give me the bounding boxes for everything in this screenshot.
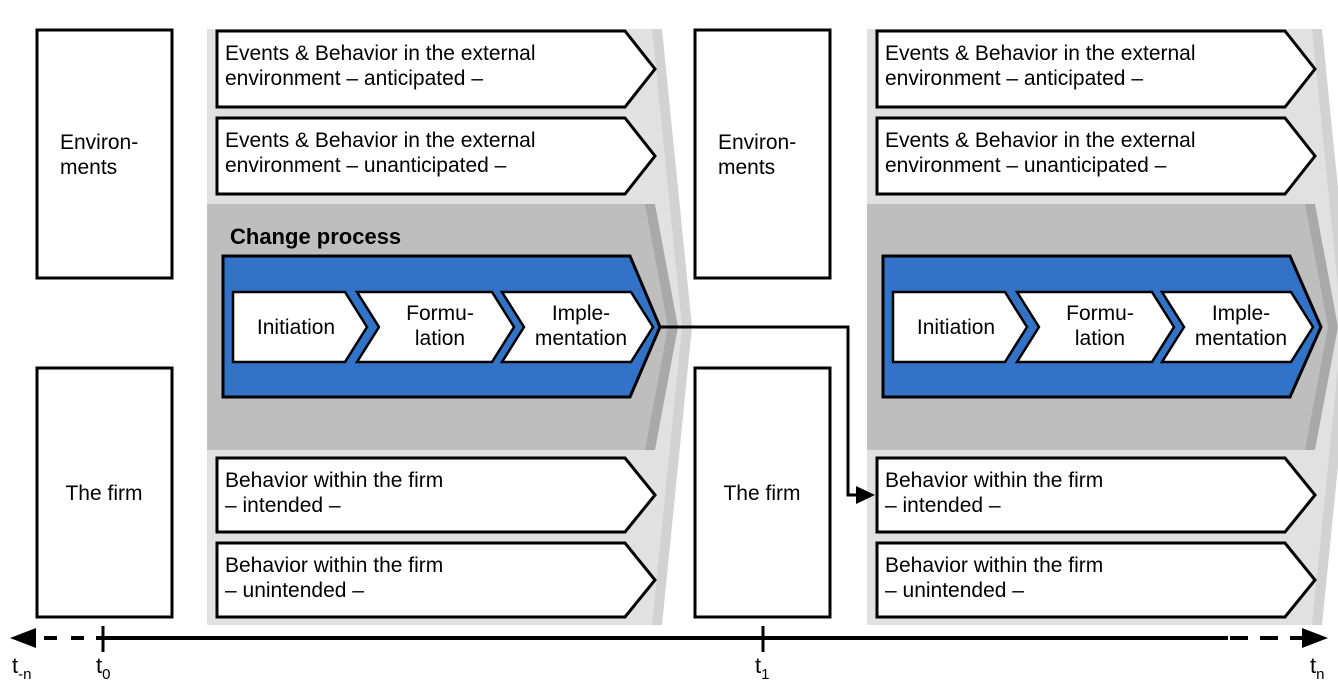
timeline-label-t0: t0 bbox=[96, 653, 110, 683]
middle-firm-box: The firm bbox=[693, 366, 832, 619]
right-stage-implementation-line2: mentation bbox=[1195, 327, 1287, 350]
right-stage-initiation-label: Initiation bbox=[917, 316, 995, 339]
left-stage-formulation-line2: lation bbox=[415, 327, 465, 350]
right-banner-unintended-line2: – unintended – bbox=[885, 579, 1024, 602]
left-stage-implementation-line2: mentation bbox=[535, 327, 627, 350]
right-stage-formulation-line1: Formu- bbox=[1066, 302, 1134, 325]
process-to-intended-connector bbox=[661, 325, 875, 504]
left-environments-label-line1: Environ- bbox=[60, 131, 138, 154]
right-stage-formulation bbox=[1014, 290, 1176, 364]
right-banner-unintended: Behavior within the firm – unintended – bbox=[875, 541, 1317, 619]
connector-arrowhead-icon bbox=[856, 486, 875, 504]
right-banner-anticipated-line2: environment – anticipated – bbox=[885, 67, 1143, 90]
right-banner-anticipated: Events & Behavior in the external enviro… bbox=[875, 29, 1317, 109]
left-banner-unanticipated: Events & Behavior in the external enviro… bbox=[215, 116, 657, 196]
left-banner-anticipated-line1: Events & Behavior in the external bbox=[225, 42, 536, 65]
right-banner-intended: Behavior within the firm – intended – bbox=[875, 456, 1317, 534]
left-stage-implementation-line1: Imple- bbox=[552, 302, 610, 325]
left-stage-formulation-line1: Formu- bbox=[406, 302, 474, 325]
timeline-left-arrowhead-icon bbox=[10, 628, 36, 648]
right-banner-unanticipated-line1: Events & Behavior in the external bbox=[885, 129, 1196, 152]
right-banner-anticipated-line1: Events & Behavior in the external bbox=[885, 42, 1196, 65]
right-banner-unintended-line1: Behavior within the firm bbox=[885, 554, 1103, 577]
left-stage-initiation-label: Initiation bbox=[257, 316, 335, 339]
timeline-label-t-minus-n: t-n bbox=[12, 653, 31, 683]
timeline-right-arrowhead-icon bbox=[1302, 628, 1328, 648]
middle-firm-label: The firm bbox=[723, 482, 800, 505]
middle-environments-label-line1: Environ- bbox=[718, 131, 796, 154]
left-banner-anticipated: Events & Behavior in the external enviro… bbox=[215, 29, 657, 109]
left-banner-anticipated-line2: environment – anticipated – bbox=[225, 67, 483, 90]
left-firm-box: The firm bbox=[35, 366, 174, 619]
left-banner-intended: Behavior within the firm – intended – bbox=[215, 456, 657, 534]
right-stage-implementation bbox=[1159, 290, 1315, 364]
change-process-title: Change process bbox=[230, 224, 401, 249]
timeline-label-tn: tn bbox=[1310, 653, 1324, 683]
right-banner-unanticipated: Events & Behavior in the external enviro… bbox=[875, 116, 1317, 196]
left-banner-unintended: Behavior within the firm – unintended – bbox=[215, 541, 657, 619]
left-environments-label-line2: ments bbox=[60, 156, 117, 179]
left-change-process: Change process Initiation Formu- lation … bbox=[221, 224, 662, 399]
right-banner-intended-line1: Behavior within the firm bbox=[885, 469, 1103, 492]
left-banner-intended-line1: Behavior within the firm bbox=[225, 469, 443, 492]
right-banner-unanticipated-line2: environment – unanticipated – bbox=[885, 154, 1167, 177]
left-banner-unanticipated-line2: environment – unanticipated – bbox=[225, 154, 507, 177]
left-firm-label: The firm bbox=[65, 482, 142, 505]
middle-environments-label-line2: ments bbox=[718, 156, 775, 179]
left-stage-formulation bbox=[354, 290, 516, 364]
left-stage-implementation bbox=[499, 290, 655, 364]
left-banner-unanticipated-line1: Events & Behavior in the external bbox=[225, 129, 536, 152]
left-banner-intended-line2: – intended – bbox=[225, 494, 341, 517]
left-stage-initiation bbox=[231, 290, 369, 364]
right-banner-intended-line2: – intended – bbox=[885, 494, 1001, 517]
timeline-label-t1: t1 bbox=[755, 653, 769, 683]
right-stage-initiation bbox=[891, 290, 1029, 364]
left-environments-box: Environ- ments bbox=[35, 28, 174, 280]
left-banner-unintended-line1: Behavior within the firm bbox=[225, 554, 443, 577]
right-change-process: Initiation Formu- lation Imple- mentatio… bbox=[881, 254, 1323, 399]
right-stage-implementation-line1: Imple- bbox=[1212, 302, 1270, 325]
left-banner-unintended-line2: – unintended – bbox=[225, 579, 364, 602]
right-stage-formulation-line2: lation bbox=[1075, 327, 1125, 350]
timeline-axis: t-n t0 t1 tn bbox=[10, 626, 1328, 683]
middle-environments-box: Environ- ments bbox=[693, 28, 832, 280]
